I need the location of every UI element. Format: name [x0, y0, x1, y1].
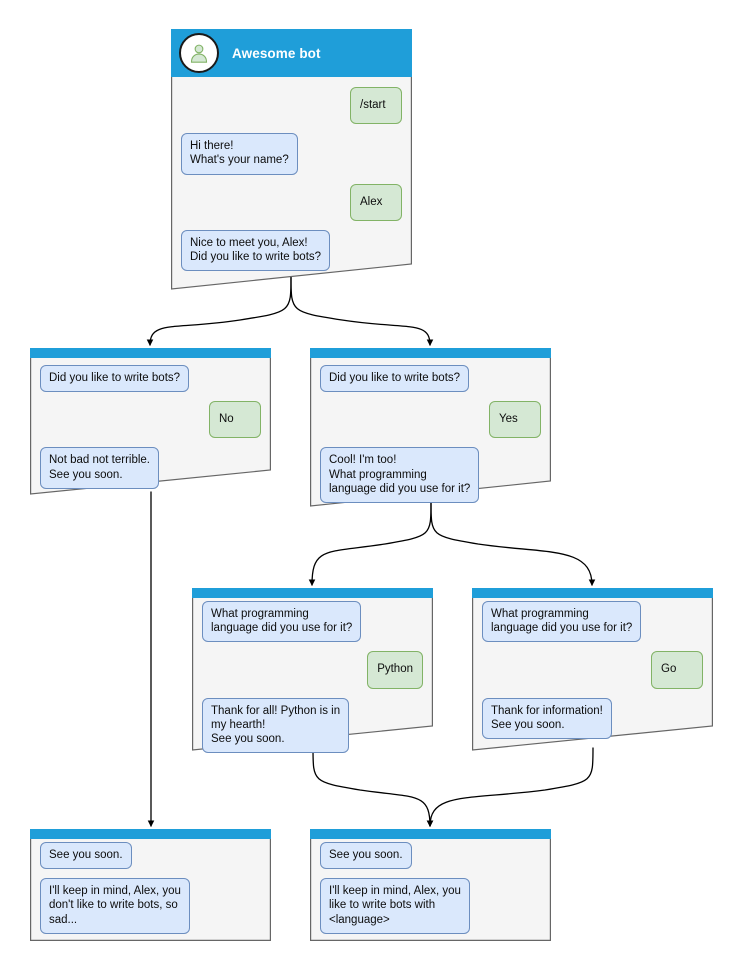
bot-message-bubble[interactable]: See you soon. — [320, 842, 412, 870]
message-row: Did you like to write bots? — [320, 365, 541, 393]
bot-message-bubble[interactable]: Thank for all! Python is in my hearth! S… — [202, 697, 350, 754]
message-row: What programming language did you use fo… — [202, 601, 423, 643]
node-lang-python[interactable]: What programming language did you use fo… — [192, 588, 433, 754]
bot-message-bubble[interactable]: What programming language did you use fo… — [482, 601, 642, 643]
node-start-header: Awesome bot — [171, 29, 412, 77]
node-answer-no[interactable]: Did you like to write bots? No Not bad n… — [30, 348, 271, 496]
message-row: Yes — [320, 401, 541, 439]
message-row: /start — [181, 87, 402, 125]
person-avatar-icon — [179, 33, 219, 73]
user-message-bubble[interactable]: Alex — [350, 183, 402, 221]
message-row: Did you like to write bots? — [40, 365, 261, 393]
message-row: Cool! I'm too! What programming language… — [320, 447, 541, 504]
node-lang-go-header — [472, 588, 713, 598]
user-message-bubble[interactable]: Python — [367, 651, 423, 689]
node-start-messages: /start Hi there! What's your name? Alex … — [171, 87, 412, 280]
message-row: I'll keep in mind, Alex, you like to wri… — [320, 878, 541, 934]
node-lang-python-messages: What programming language did you use fo… — [192, 601, 433, 762]
bot-message-bubble[interactable]: Cool! I'm too! What programming language… — [320, 447, 480, 504]
node-answer-yes[interactable]: Did you like to write bots? Yes Cool! I'… — [310, 348, 551, 508]
node-start-title: Awesome bot — [232, 45, 321, 61]
node-answer-no-messages: Did you like to write bots? No Not bad n… — [30, 365, 271, 498]
bot-message-bubble[interactable]: I'll keep in mind, Alex, you don't like … — [40, 878, 190, 934]
node-end-happy-messages: See you soon. I'll keep in mind, Alex, y… — [310, 842, 551, 943]
bot-message-bubble[interactable]: Hi there! What's your name? — [181, 133, 298, 175]
message-row: See you soon. — [320, 842, 541, 870]
edge-yes-to-python — [308, 501, 432, 587]
node-end-happy[interactable]: See you soon. I'll keep in mind, Alex, y… — [310, 829, 551, 941]
node-end-sad-messages: See you soon. I'll keep in mind, Alex, y… — [30, 842, 271, 943]
message-row: Thank for all! Python is in my hearth! S… — [202, 697, 423, 754]
message-row: See you soon. — [40, 842, 261, 870]
user-message-bubble[interactable]: /start — [350, 87, 402, 125]
node-lang-python-header — [192, 588, 433, 598]
edge-go-to-end-happy — [426, 747, 594, 828]
message-row: Python — [202, 651, 423, 689]
bot-message-bubble[interactable]: Not bad not terrible. See you soon. — [40, 447, 160, 489]
user-message-bubble[interactable]: Yes — [489, 401, 541, 439]
bot-message-bubble[interactable]: What programming language did you use fo… — [202, 601, 362, 643]
bot-message-bubble[interactable]: See you soon. — [40, 842, 132, 870]
node-answer-no-header — [30, 348, 271, 358]
message-row: Not bad not terrible. See you soon. — [40, 447, 261, 489]
user-message-bubble[interactable]: No — [209, 401, 261, 439]
node-end-happy-header — [310, 829, 551, 839]
message-row: What programming language did you use fo… — [482, 601, 703, 643]
node-answer-yes-messages: Did you like to write bots? Yes Cool! I'… — [310, 365, 551, 512]
edge-yes-to-go — [430, 501, 596, 587]
message-row: No — [40, 401, 261, 439]
message-row: Alex — [181, 183, 402, 221]
message-row: Go — [482, 651, 703, 689]
node-answer-yes-header — [310, 348, 551, 358]
bot-message-bubble[interactable]: Did you like to write bots? — [40, 365, 190, 393]
node-lang-go-messages: What programming language did you use fo… — [472, 601, 713, 748]
bot-message-bubble[interactable]: Thank for information! See you soon. — [482, 697, 612, 740]
node-end-sad-header — [30, 829, 271, 839]
node-end-sad[interactable]: See you soon. I'll keep in mind, Alex, y… — [30, 829, 271, 941]
message-row: Nice to meet you, Alex! Did you like to … — [181, 229, 402, 272]
bot-message-bubble[interactable]: I'll keep in mind, Alex, you like to wri… — [320, 878, 470, 934]
message-row: Thank for information! See you soon. — [482, 697, 703, 740]
user-message-bubble[interactable]: Go — [651, 651, 703, 689]
bot-message-bubble[interactable]: Did you like to write bots? — [320, 365, 470, 393]
node-lang-go[interactable]: What programming language did you use fo… — [472, 588, 713, 752]
bot-message-bubble[interactable]: Nice to meet you, Alex! Did you like to … — [181, 229, 331, 272]
node-start[interactable]: Awesome bot /start Hi there! What's your… — [171, 29, 412, 291]
message-row: Hi there! What's your name? — [181, 133, 402, 175]
message-row: I'll keep in mind, Alex, you don't like … — [40, 878, 261, 934]
